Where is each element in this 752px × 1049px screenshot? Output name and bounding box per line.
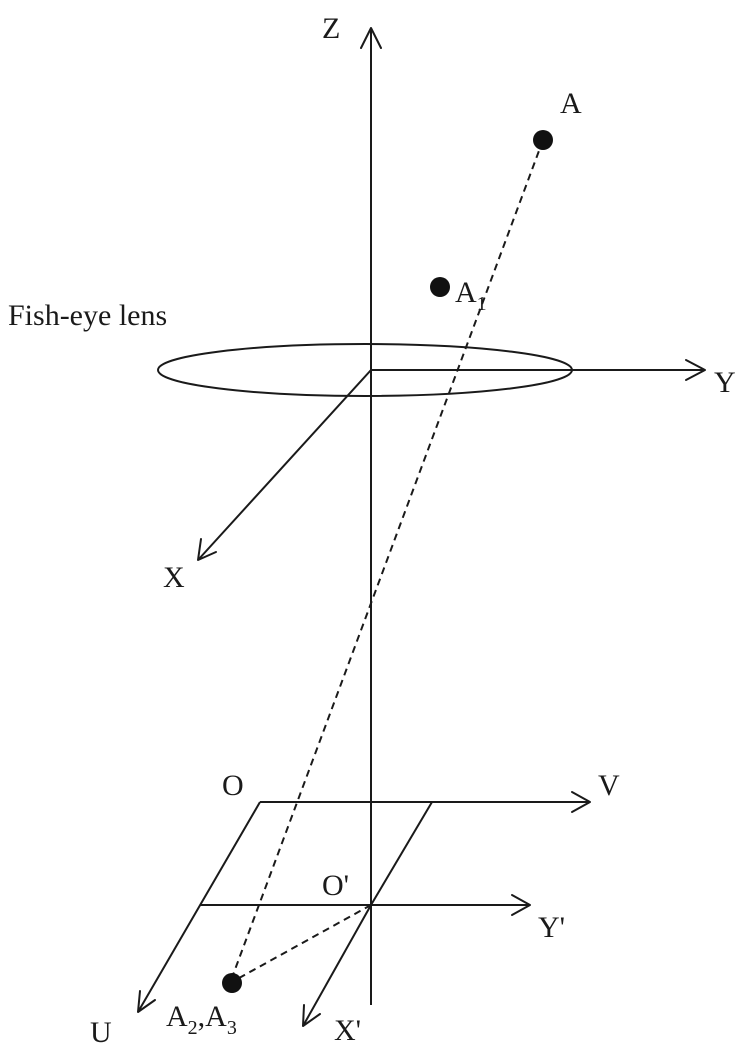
v-axis-label: V xyxy=(598,769,620,802)
point-a2-a3-label: A2,A3 xyxy=(166,1000,237,1039)
y-prime-axis xyxy=(371,894,531,916)
fisheye-lens-label: Fish-eye lens xyxy=(8,299,167,332)
image-radial-line xyxy=(229,904,372,984)
x-axis xyxy=(197,369,372,561)
z-axis xyxy=(360,27,382,1005)
point-a1 xyxy=(430,277,450,297)
x-prime-axis xyxy=(302,904,372,1027)
point-a-label: A xyxy=(560,87,582,120)
y-axis-label: Y xyxy=(714,366,736,399)
u-axis-label: U xyxy=(90,1016,112,1049)
point-a1-label: A1 xyxy=(455,276,487,315)
y-axis xyxy=(371,359,706,381)
origin-o-prime-label: O' xyxy=(322,869,349,902)
point-a2-a3 xyxy=(222,973,242,993)
x-prime-axis-label: X' xyxy=(334,1014,361,1047)
x-axis-label: X xyxy=(163,561,185,594)
y-prime-axis-label: Y' xyxy=(538,911,565,944)
z-axis-label: Z xyxy=(322,12,340,45)
projection-ray xyxy=(229,139,544,984)
point-a xyxy=(533,130,553,150)
image-plane xyxy=(137,791,591,1013)
origin-o-label: O xyxy=(222,769,244,802)
